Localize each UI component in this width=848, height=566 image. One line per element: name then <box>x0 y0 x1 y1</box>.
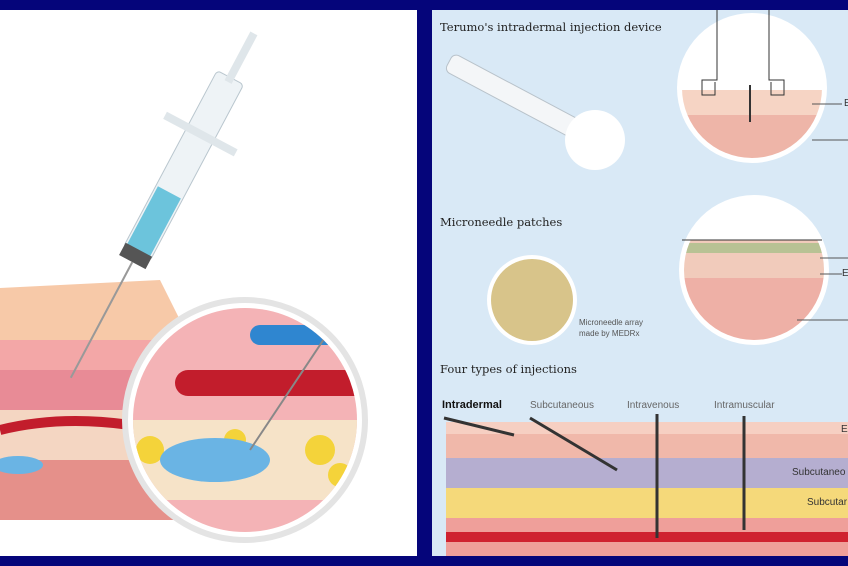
device-title: Terumo's intradermal injection device <box>440 20 662 34</box>
patches-title: Microneedle patches <box>440 215 563 229</box>
layer-label-epidermis: E <box>841 424 848 435</box>
type-intramuscular: Intramuscular <box>714 400 775 411</box>
layer-label-subcutaneous-1: Subcutaneo <box>792 467 846 478</box>
syringe-skin-illustration <box>0 10 417 556</box>
syringe-illustration <box>0 31 368 543</box>
type-intravenous: Intravenous <box>627 400 680 411</box>
type-intradermal: Intradermal <box>442 399 502 411</box>
injections-title: Four types of injections <box>440 362 577 376</box>
layer-label: E <box>844 98 848 109</box>
type-subcutaneous: Subcutaneous <box>530 400 594 411</box>
injection-diagrams <box>443 10 848 556</box>
layer-label-subcutaneous-2: Subcutar <box>807 497 848 508</box>
microneedle-caption-2: made by MEDRx <box>579 329 640 338</box>
injection-methods-panel: Terumo's intradermal injection device E … <box>432 10 848 556</box>
microneedle-caption-1: Microneedle array <box>579 318 644 327</box>
layer-label: E <box>842 268 848 279</box>
